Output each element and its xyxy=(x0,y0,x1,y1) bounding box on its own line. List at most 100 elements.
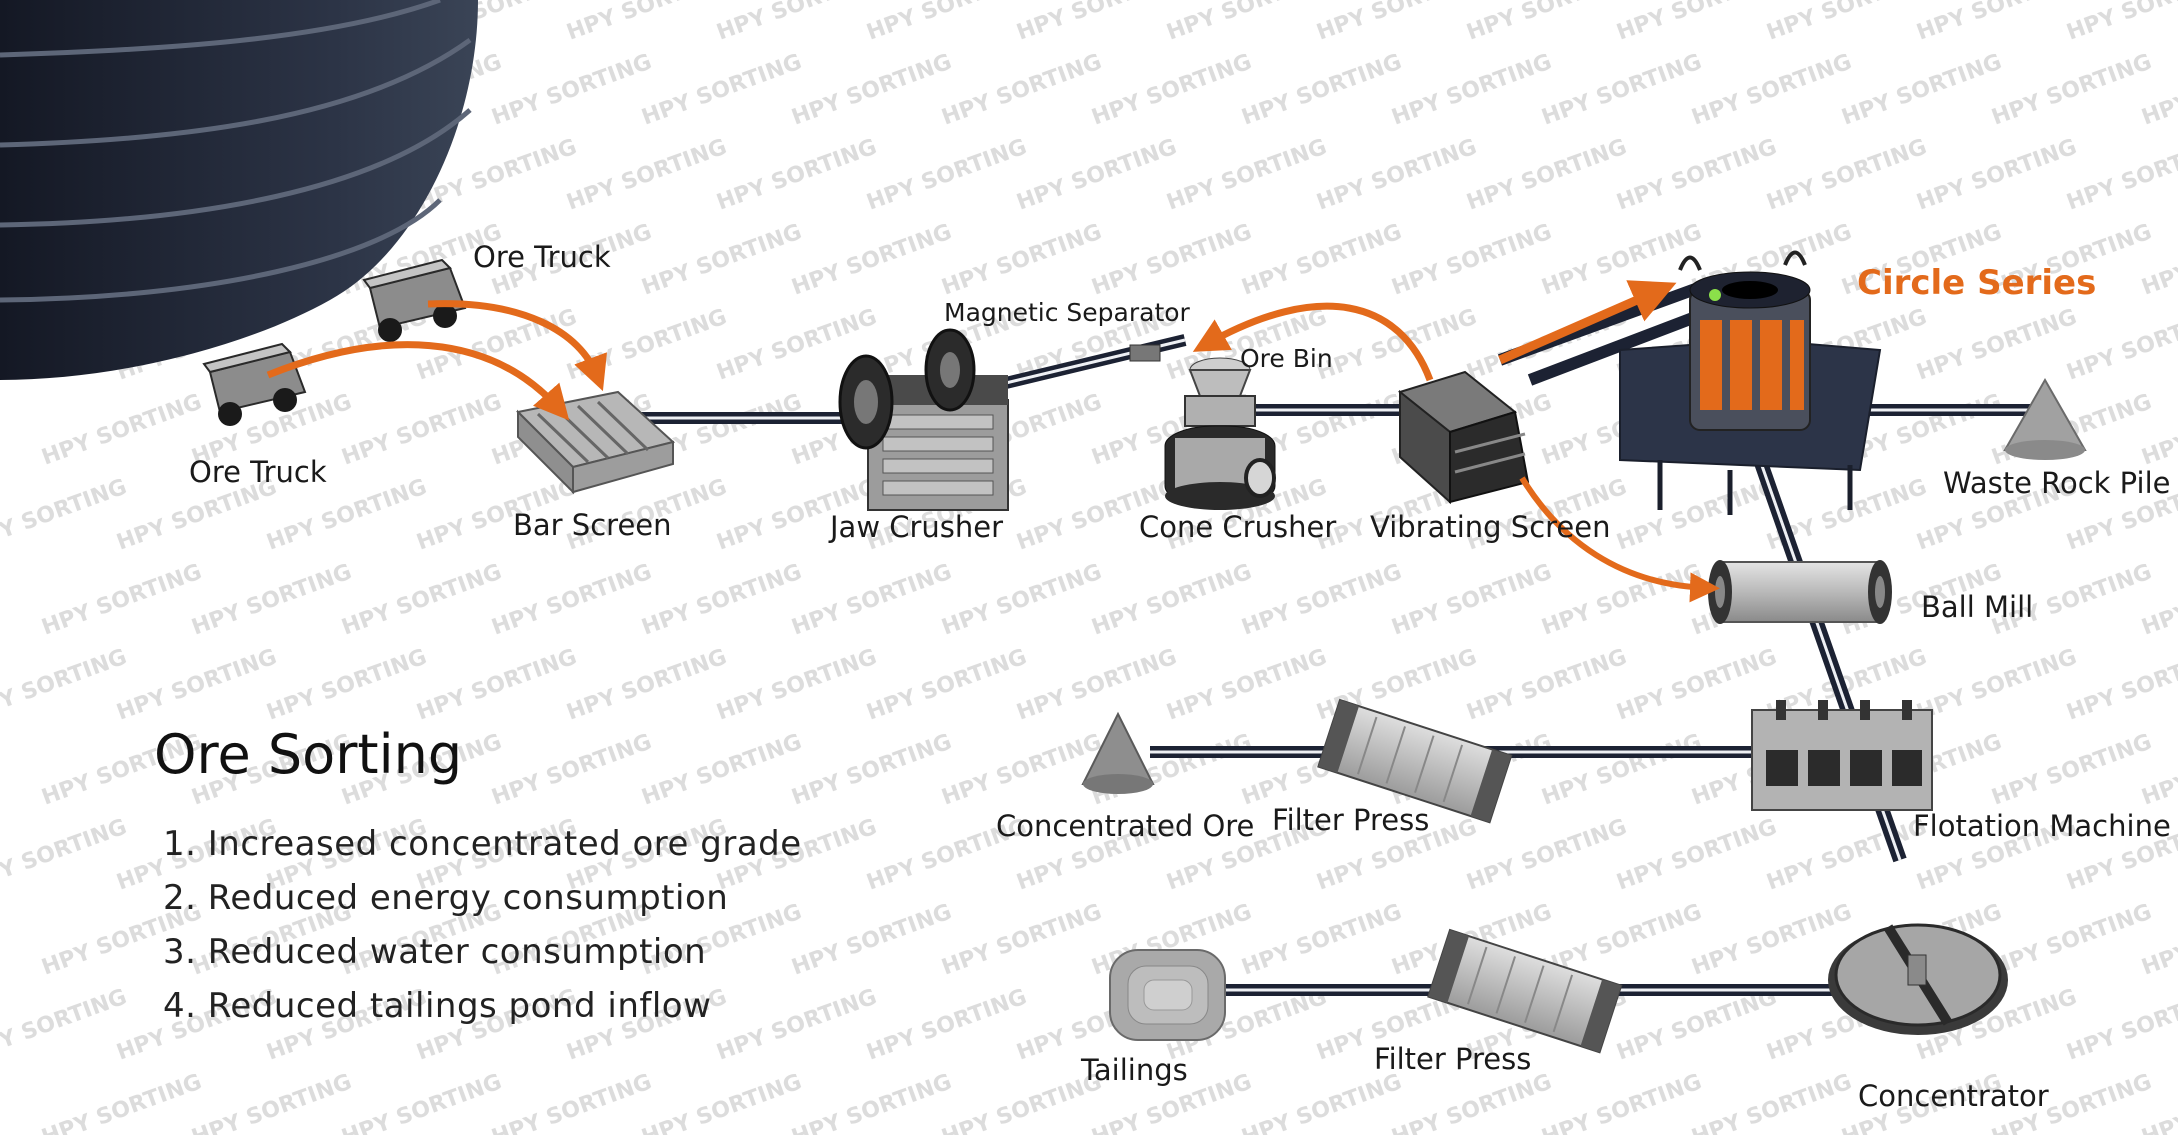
filter-press-top-icon xyxy=(1317,698,1513,824)
watermark-text: HPY SORTING xyxy=(1389,220,1556,301)
watermark-text: HPY SORTING xyxy=(1164,645,1331,726)
watermark-text: HPY SORTING xyxy=(489,1070,656,1135)
watermark-text: HPY SORTING xyxy=(789,1070,956,1135)
watermark-text: HPY SORTING xyxy=(789,900,956,981)
watermark-text: HPY SORTING xyxy=(864,985,1031,1066)
watermark-text: HPY SORTING xyxy=(789,560,956,641)
watermark-text: HPY SORTING xyxy=(1539,50,1706,131)
watermark-text: HPY SORTING xyxy=(714,985,881,1066)
watermark-text: HPY SORTING xyxy=(564,135,731,216)
watermark-text: HPY SORTING xyxy=(1464,0,1631,46)
flow-arrows xyxy=(266,280,1720,603)
watermark-text: HPY SORTING xyxy=(1464,135,1631,216)
watermark-text: HPY SORTING xyxy=(114,645,281,726)
watermark-text: HPY SORTING xyxy=(1614,985,1781,1066)
watermark-text: HPY SORTING xyxy=(0,475,130,556)
watermark-text: HPY SORTING xyxy=(939,560,1106,641)
watermark-text: HPY SORTING xyxy=(39,560,206,641)
label-concentrated-ore: Concentrated Ore xyxy=(996,809,1254,843)
filter-press-bottom-icon xyxy=(1427,928,1623,1054)
watermark-text: HPY SORTING xyxy=(1464,645,1631,726)
benefit-item-3: 3. Reduced water consumption xyxy=(163,932,706,972)
watermark-text: HPY SORTING xyxy=(1089,50,1256,131)
watermark-text: HPY SORTING xyxy=(339,1070,506,1135)
watermark-text: HPY SORTING xyxy=(1089,560,1256,641)
watermark-text: HPY SORTING xyxy=(1314,0,1481,46)
watermark-text: HPY SORTING xyxy=(1539,1070,1706,1135)
watermark-text: HPY SORTING xyxy=(864,135,1031,216)
watermark-text: HPY SORTING xyxy=(864,645,1031,726)
watermark-text: HPY SORTING xyxy=(1764,135,1931,216)
watermark-text: HPY SORTING xyxy=(339,560,506,641)
watermark-text: HPY SORTING xyxy=(564,645,731,726)
label-ore-truck-top: Ore Truck xyxy=(473,240,611,274)
watermark-text: HPY SORTING xyxy=(2064,985,2178,1066)
label-cone-crusher: Cone Crusher xyxy=(1139,510,1336,544)
watermark-text: HPY SORTING xyxy=(1014,645,1181,726)
watermark-text: HPY SORTING xyxy=(1164,0,1331,46)
label-ore-bin: Ore Bin xyxy=(1240,344,1333,373)
watermark-text: HPY SORTING xyxy=(939,220,1106,301)
sorter-machine-icon xyxy=(1619,250,1882,515)
watermark-text: HPY SORTING xyxy=(414,645,581,726)
label-filter-press-bottom: Filter Press xyxy=(1374,1042,1531,1076)
watermark-text: HPY SORTING xyxy=(1389,560,1556,641)
watermark-text: HPY SORTING xyxy=(639,560,806,641)
label-magnetic-separator: Magnetic Separator xyxy=(944,298,1191,327)
concentrator-icon xyxy=(1828,923,2008,1035)
watermark-text: HPY SORTING xyxy=(639,220,806,301)
watermark-text: HPY SORTING xyxy=(1914,135,2081,216)
watermark-text: HPY SORTING xyxy=(489,560,656,641)
watermark-text: HPY SORTING xyxy=(1989,50,2156,131)
watermark-text: HPY SORTING xyxy=(789,220,956,301)
watermark-text: HPY SORTING xyxy=(1239,900,1406,981)
watermark-text: HPY SORTING xyxy=(39,390,206,471)
label-bar-screen: Bar Screen xyxy=(513,508,672,542)
watermark-text: HPY SORTING xyxy=(39,1070,206,1135)
watermark-text: HPY SORTING xyxy=(1239,560,1406,641)
watermark-text: HPY SORTING xyxy=(2064,305,2178,386)
watermark-text: HPY SORTING xyxy=(1239,220,1406,301)
label-circle-series: Circle Series xyxy=(1857,263,2096,303)
watermark-text: HPY SORTING xyxy=(1914,645,2081,726)
watermark-text: HPY SORTING xyxy=(1239,50,1406,131)
watermark-text: HPY SORTING xyxy=(939,900,1106,981)
watermark-text: HPY SORTING xyxy=(1539,730,1706,811)
watermark-text: HPY SORTING xyxy=(639,1070,806,1135)
watermark-text: HPY SORTING xyxy=(639,730,806,811)
watermark-text: HPY SORTING xyxy=(489,730,656,811)
magnetic-separator-icon xyxy=(1129,344,1161,362)
label-flotation-machine: Flotation Machine xyxy=(1913,809,2171,843)
ball-mill-icon xyxy=(1708,560,1892,624)
watermark-text: HPY SORTING xyxy=(1614,135,1781,216)
watermark-text: HPY SORTING xyxy=(864,0,1031,46)
benefit-item-1: 1. Increased concentrated ore grade xyxy=(163,824,802,864)
label-vibrating-screen: Vibrating Screen xyxy=(1370,510,1611,544)
watermark-text: HPY SORTING xyxy=(1014,135,1181,216)
watermark-text: HPY SORTING xyxy=(1614,475,1781,556)
watermark-text: HPY SORTING xyxy=(939,730,1106,811)
concentrated-ore-pile-icon xyxy=(1081,711,1155,794)
watermark-text: HPY SORTING xyxy=(714,135,881,216)
watermark-text: HPY SORTING xyxy=(1314,135,1481,216)
mine-pit-icon xyxy=(0,0,478,380)
watermark-text: HPY SORTING xyxy=(714,0,881,46)
watermark-text: HPY SORTING xyxy=(939,50,1106,131)
watermark-text: HPY SORTING xyxy=(2064,645,2178,726)
waste-rock-pile-icon xyxy=(2003,377,2087,460)
watermark-text: HPY SORTING xyxy=(1989,900,2156,981)
vibrating-screen-icon xyxy=(1397,370,1530,505)
watermark-text: HPY SORTING xyxy=(2064,135,2178,216)
watermark-text: HPY SORTING xyxy=(1689,1070,1856,1135)
watermark-text: HPY SORTING xyxy=(0,815,130,896)
watermark-text: HPY SORTING xyxy=(1614,0,1781,46)
watermark-text: HPY SORTING xyxy=(1464,815,1631,896)
watermark-text: HPY SORTING xyxy=(1089,220,1256,301)
benefit-item-2: 2. Reduced energy consumption xyxy=(163,878,728,918)
watermark-text: HPY SORTING xyxy=(1164,135,1331,216)
benefits-panel: Ore Sorting 1. Increased concentrated or… xyxy=(154,723,802,1026)
watermark-text: HPY SORTING xyxy=(714,645,881,726)
watermark-text: HPY SORTING xyxy=(2064,0,2178,46)
